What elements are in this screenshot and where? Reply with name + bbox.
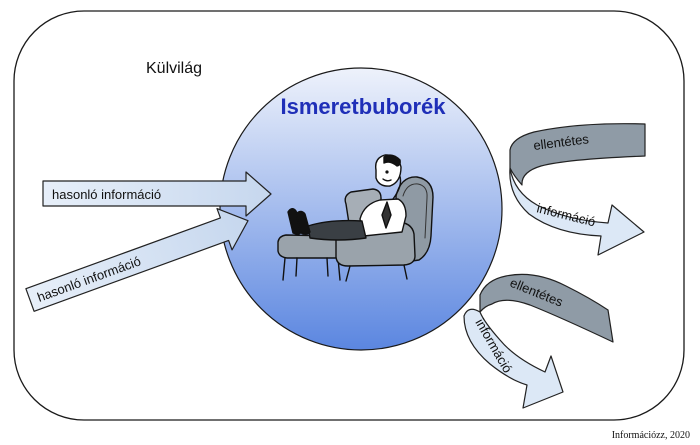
- bouncing-arrow-1-dark-band: [509, 123, 646, 186]
- incoming-arrow-1-label: hasonló információ: [52, 187, 161, 202]
- relaxing-man-in-armchair-icon: [277, 154, 434, 282]
- credit-text: Információzz, 2020: [612, 430, 690, 441]
- outer-world-label: Külvilág: [146, 60, 202, 77]
- bouncing-arrow-1-light-band: [509, 167, 645, 256]
- bouncing-arrow-2-light-band: [463, 308, 564, 409]
- incoming-arrow-1: [42, 171, 272, 217]
- bubble-title: Ismeretbuborék: [280, 94, 446, 119]
- bouncing-arrow-1-label-top: ellentétes: [533, 131, 591, 153]
